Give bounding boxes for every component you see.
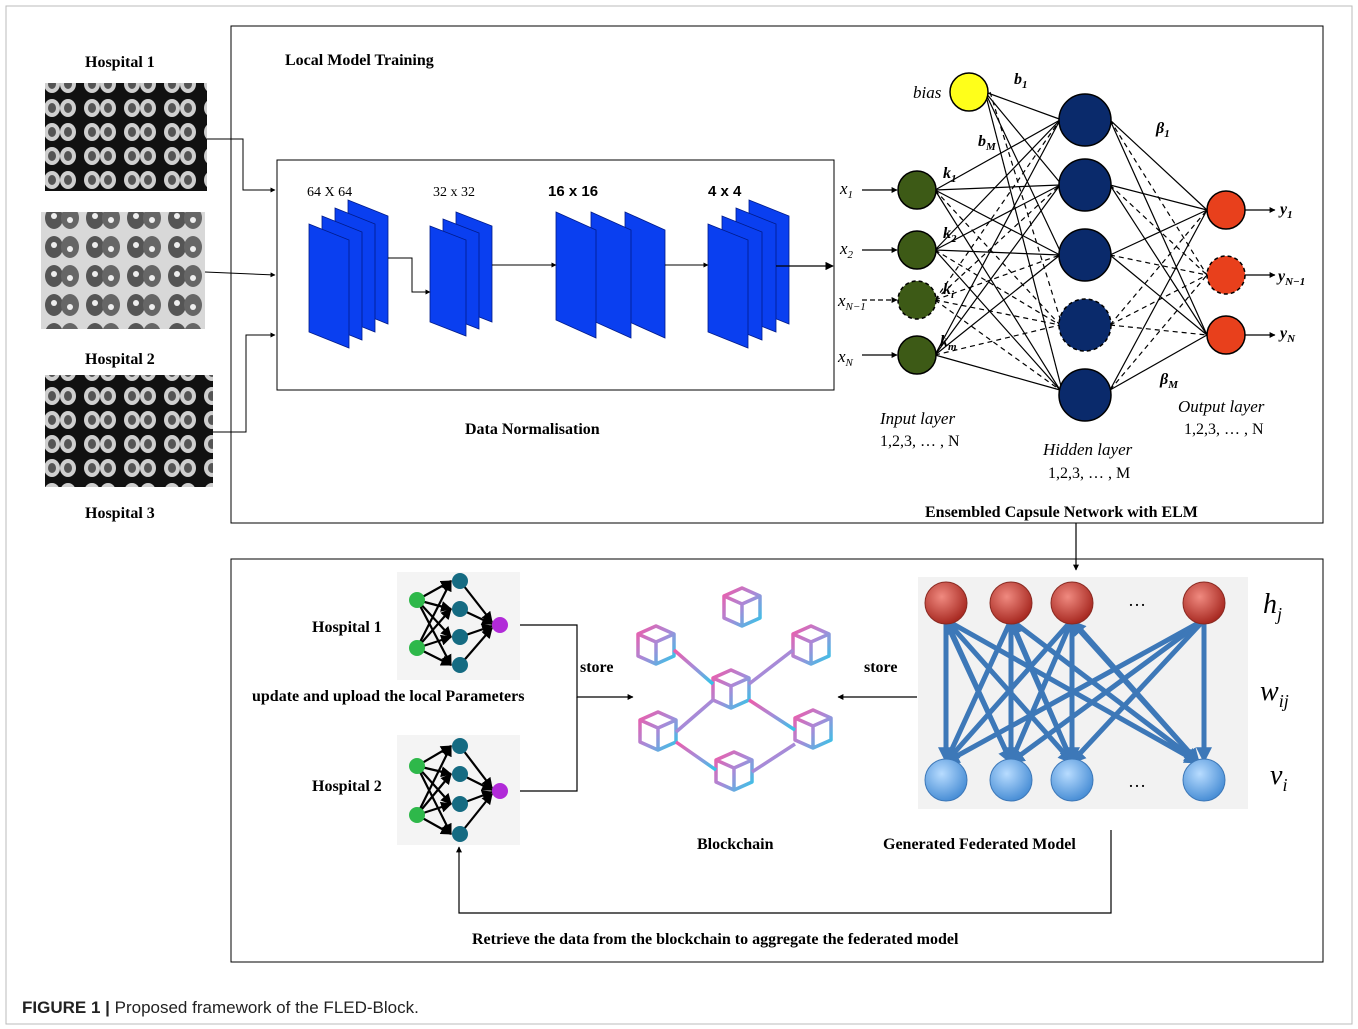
hidden-layer-range: 1,2,3, … , M bbox=[1048, 465, 1130, 482]
hospital-2-label: Hospital 2 bbox=[85, 351, 155, 368]
input-hidden-connections bbox=[934, 119, 1061, 391]
weight-label-ki: ki bbox=[943, 281, 955, 301]
hidden-node-1 bbox=[1058, 93, 1112, 147]
stage-size-64: 64 X 64 bbox=[307, 185, 352, 200]
federated-connections bbox=[937, 617, 1213, 765]
blockchain-icon bbox=[636, 586, 833, 792]
input-label-xn: xN bbox=[837, 347, 854, 369]
ct-scan-grid-hospital-2 bbox=[41, 212, 205, 329]
update-upload-label: update and upload the local Parameters bbox=[252, 688, 524, 705]
input-node-2 bbox=[897, 230, 937, 270]
hospital-1-label: Hospital 1 bbox=[85, 54, 155, 71]
h-label: hj bbox=[1263, 589, 1282, 624]
hidden-node-4 bbox=[1058, 298, 1112, 352]
ct-scan-grid-hospital-3 bbox=[45, 375, 213, 487]
data-normalisation-box bbox=[276, 159, 835, 391]
output-layer-range: 1,2,3, … , N bbox=[1184, 421, 1264, 438]
input-label-x1: x1 bbox=[839, 179, 853, 201]
hospital-1-mini-network bbox=[397, 572, 520, 680]
bias-connections bbox=[984, 91, 1063, 391]
bottom-hospital-2-label: Hospital 2 bbox=[312, 778, 382, 795]
federated-model: … … bbox=[918, 577, 1248, 809]
weight-label-k2: k2 bbox=[943, 225, 957, 245]
bM-label: bM bbox=[978, 133, 997, 153]
input-label-x2: x2 bbox=[839, 239, 854, 261]
hospital-2-mini-network bbox=[397, 735, 520, 845]
elm-network: bias b1 bM β1 βM x1 x2 xN−1 xN k1 k2 ki … bbox=[837, 71, 1305, 482]
weight-label-km: km bbox=[940, 333, 957, 353]
v-label: vi bbox=[1270, 760, 1287, 795]
output-label-y1: y1 bbox=[1278, 201, 1293, 221]
store-right-label: store bbox=[864, 659, 897, 676]
arrow-hospital2-store bbox=[520, 697, 578, 792]
figure-number: FIGURE 1 | bbox=[22, 998, 110, 1017]
bottom-hospital-1-label: Hospital 1 bbox=[312, 619, 382, 636]
local-training-title: Local Model Training bbox=[285, 52, 434, 69]
hidden-output-connections bbox=[1109, 119, 1208, 391]
hidden-layer-label: Hidden layer bbox=[1042, 440, 1133, 459]
betaM-label: βM bbox=[1159, 371, 1179, 391]
local-training-panel bbox=[230, 25, 1324, 524]
federated-ellipsis-bottom: … bbox=[1128, 771, 1146, 791]
stage-size-32: 32 x 32 bbox=[433, 185, 475, 200]
hidden-output-dashed bbox=[1109, 119, 1208, 391]
arrow-hospital-3-to-cnn bbox=[213, 332, 276, 433]
hospital-3-label: Hospital 3 bbox=[85, 505, 155, 522]
output-node-n-1 bbox=[1206, 255, 1246, 295]
hidden-node-2 bbox=[1058, 158, 1112, 212]
weight-label-k1: k1 bbox=[943, 165, 957, 185]
output-node-1 bbox=[1206, 190, 1246, 230]
store-left-label: store bbox=[580, 659, 613, 676]
figure-caption: FIGURE 1 | Proposed framework of the FLE… bbox=[22, 998, 419, 1018]
hidden-node-3 bbox=[1058, 228, 1112, 282]
federated-ellipsis-top: … bbox=[1128, 590, 1146, 610]
bias-node bbox=[949, 72, 989, 112]
arrow-retrieve-loop bbox=[456, 830, 1112, 914]
feature-maps-16 bbox=[555, 211, 666, 339]
data-normalisation-label: Data Normalisation bbox=[465, 421, 600, 438]
ct-scan-grid-hospital-1 bbox=[45, 83, 207, 191]
hidden-node-m bbox=[1058, 368, 1112, 422]
federated-model-label: Generated Federated Model bbox=[883, 836, 1076, 853]
arrow-hospital-2-to-cnn bbox=[204, 271, 276, 278]
ensembled-capsule-label: Ensembled Capsule Network with ELM bbox=[925, 504, 1198, 521]
retrieve-label: Retrieve the data from the blockchain to… bbox=[472, 931, 959, 948]
input-layer-label: Input layer bbox=[879, 409, 955, 428]
arrow-hospital1-store bbox=[520, 624, 634, 700]
output-label-yn: yN bbox=[1278, 325, 1296, 345]
federated-panel bbox=[230, 558, 1324, 963]
arrow-hospital-1-to-cnn bbox=[207, 138, 276, 193]
input-node-n-1 bbox=[897, 280, 937, 320]
output-node-n bbox=[1206, 315, 1246, 355]
arrow-64-to-32 bbox=[388, 257, 431, 295]
stage-size-4: 4 x 4 bbox=[708, 183, 742, 200]
input-layer-range: 1,2,3, … , N bbox=[880, 433, 960, 450]
figure-frame bbox=[5, 5, 1353, 1025]
feature-maps-64 bbox=[308, 199, 389, 349]
stage-size-16: 16 x 16 bbox=[548, 183, 598, 200]
figure-caption-text: Proposed framework of the FLED-Block. bbox=[109, 998, 419, 1017]
feature-maps-32 bbox=[429, 211, 493, 337]
input-label-xn-1: xN−1 bbox=[837, 291, 866, 313]
b1-label: b1 bbox=[1014, 71, 1028, 91]
blockchain-label: Blockchain bbox=[697, 836, 774, 853]
input-node-n bbox=[897, 335, 937, 375]
feature-maps-4 bbox=[707, 199, 790, 349]
output-label-yn-1: yN−1 bbox=[1276, 268, 1305, 288]
output-layer-label: Output layer bbox=[1178, 397, 1265, 416]
bias-label: bias bbox=[913, 83, 942, 102]
beta1-label: β1 bbox=[1155, 120, 1170, 140]
input-node-1 bbox=[897, 170, 937, 210]
w-label: wij bbox=[1260, 676, 1289, 711]
